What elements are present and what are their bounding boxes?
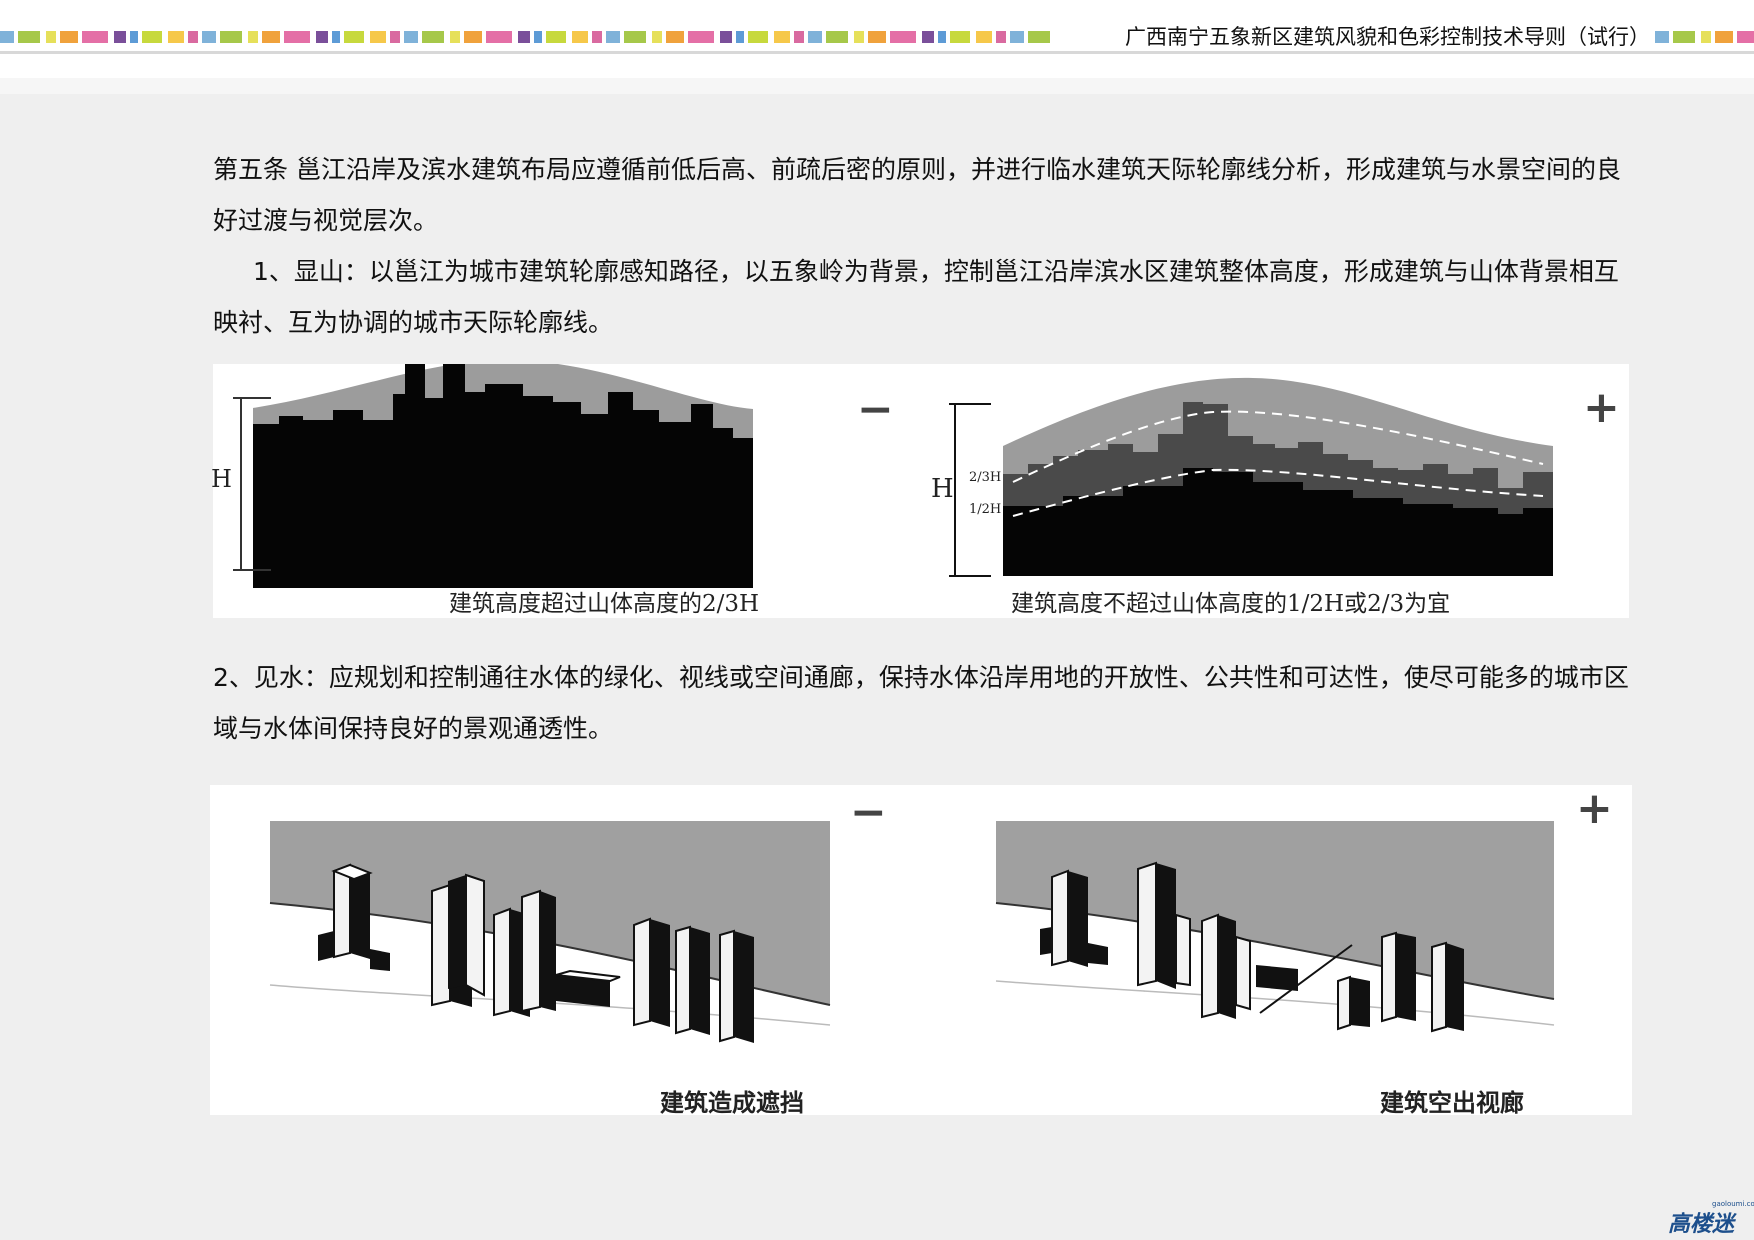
header-band [0, 78, 1754, 94]
caption-recommended: 建筑高度不超过山体高度的1/2H或2/3为宜 [1011, 591, 1451, 617]
decorative-color-stripe-left [0, 31, 1050, 43]
stripe-segment [422, 31, 444, 43]
low-buildings-right [1003, 468, 1553, 576]
stripe-segment [46, 31, 56, 43]
plus-sign-right: + [1583, 382, 1620, 433]
logo-text: 高楼迷 [1668, 1212, 1735, 1237]
stripe-segment [794, 31, 804, 43]
watermark-logo: gaoloumi.com 高楼迷 [1668, 1200, 1754, 1237]
stripe-segment [1701, 31, 1711, 43]
view-corridor-diagram [269, 821, 1555, 1046]
stripe-segment [890, 31, 916, 43]
stripe-segment [1673, 31, 1695, 43]
stripe-segment [82, 31, 108, 43]
scene-blocked [269, 821, 831, 1046]
stripe-segment [130, 31, 138, 43]
caption-blocked: 建筑造成遮挡 [660, 1088, 804, 1117]
stripe-segment [748, 31, 768, 43]
height-label-right: H [931, 474, 954, 504]
stripe-segment [666, 31, 684, 43]
stripe-segment [592, 31, 602, 43]
article-5-paragraph: 第五条 邕江沿岸及滨水建筑布局应遵循前低后高、前疏后密的原则，并进行临水建筑天际… [213, 155, 1621, 235]
stripe-segment [736, 31, 744, 43]
stripe-segment [142, 31, 162, 43]
caption-corridor: 建筑空出视廊 [1380, 1088, 1524, 1117]
height-bracket-right [949, 403, 991, 577]
minus-sign-left: − [857, 384, 894, 435]
stripe-segment [404, 31, 418, 43]
stripe-segment [996, 31, 1006, 43]
stripe-segment [774, 31, 790, 43]
stripe-segment [976, 31, 992, 43]
stripe-segment [624, 31, 646, 43]
plus-sign-corridor: + [1576, 783, 1613, 834]
document-title: 广西南宁五象新区建筑风貌和色彩控制技术导则（试行） [1125, 25, 1650, 49]
label-two-thirds: 2/3H [969, 470, 1002, 485]
stripe-segment [854, 31, 864, 43]
stripe-segment [284, 31, 310, 43]
header-divider [0, 51, 1754, 54]
stripe-segment [808, 31, 822, 43]
stripe-segment [534, 31, 542, 43]
stripe-segment [950, 31, 970, 43]
stripe-segment [202, 31, 216, 43]
stripe-segment [1737, 31, 1754, 43]
jian-shui-paragraph: 2、见水：应规划和控制通往水体的绿化、视线或空间通廊，保持水体沿岸用地的开放性、… [213, 663, 1629, 743]
stripe-segment [518, 31, 530, 43]
stripe-segment [1655, 31, 1669, 43]
stripe-segment [572, 31, 588, 43]
stripe-segment [220, 31, 242, 43]
stripe-segment [688, 31, 714, 43]
stripe-segment [316, 31, 328, 43]
stripe-segment [390, 31, 400, 43]
stripe-segment [1028, 31, 1050, 43]
view-corridor-figure: − 建筑造成遮挡 + 建筑空出视廊 [210, 783, 1632, 1117]
stripe-segment [262, 31, 280, 43]
stripe-segment [248, 31, 258, 43]
line-half-h [1012, 468, 1544, 517]
stripe-segment [464, 31, 482, 43]
scene-corridor [995, 821, 1555, 1046]
line-two-thirds-h [1012, 410, 1544, 483]
stripe-segment [450, 31, 460, 43]
stripe-segment [606, 31, 620, 43]
stripe-segment [826, 31, 848, 43]
stripe-segment [486, 31, 512, 43]
stripe-segment [1715, 31, 1733, 43]
height-bracket-left [233, 397, 271, 571]
stripe-segment [0, 31, 14, 43]
tower-group-spaced [1040, 861, 1464, 1033]
stripe-segment [60, 31, 78, 43]
xian-shan-text: 1、显山：以邕江为城市建筑轮廓感知路径，以五象岭为背景，控制邕江沿岸滨水区建筑整… [213, 257, 1619, 337]
page-header: 广西南宁五象新区建筑风貌和色彩控制技术导则（试行） [0, 0, 1754, 78]
stripe-segment [720, 31, 732, 43]
caption-too-high: 建筑高度超过山体高度的2/3H [449, 591, 760, 617]
logo-url: gaoloumi.com [1712, 1200, 1754, 1208]
label-one-half: 1/2H [969, 502, 1002, 517]
stripe-segment [18, 31, 40, 43]
stripe-segment [332, 31, 340, 43]
stripe-segment [168, 31, 184, 43]
skyline-diagram [233, 364, 1553, 588]
skyline-figure: H − 建筑高度超过山体高度的2/3H H 2/3H 1/2H + 建筑高度不超… [211, 364, 1629, 618]
decorative-color-stripe-right [1655, 31, 1754, 43]
buildings-left [253, 364, 753, 588]
minus-sign-blocked: − [850, 787, 887, 838]
tower-group-blocking [318, 863, 754, 1043]
stripe-segment [188, 31, 198, 43]
stripe-segment [370, 31, 386, 43]
stripe-segment [922, 31, 934, 43]
stripe-segment [344, 31, 364, 43]
stripe-segment [652, 31, 662, 43]
height-label-left: H [211, 465, 232, 493]
stripe-segment [1010, 31, 1024, 43]
xian-shan-paragraph: 1、显山：以邕江为城市建筑轮廓感知路径，以五象岭为背景，控制邕江沿岸滨水区建筑整… [213, 246, 1633, 348]
stripe-segment [546, 31, 566, 43]
stripe-segment [938, 31, 946, 43]
stripe-segment [114, 31, 126, 43]
stripe-segment [868, 31, 886, 43]
